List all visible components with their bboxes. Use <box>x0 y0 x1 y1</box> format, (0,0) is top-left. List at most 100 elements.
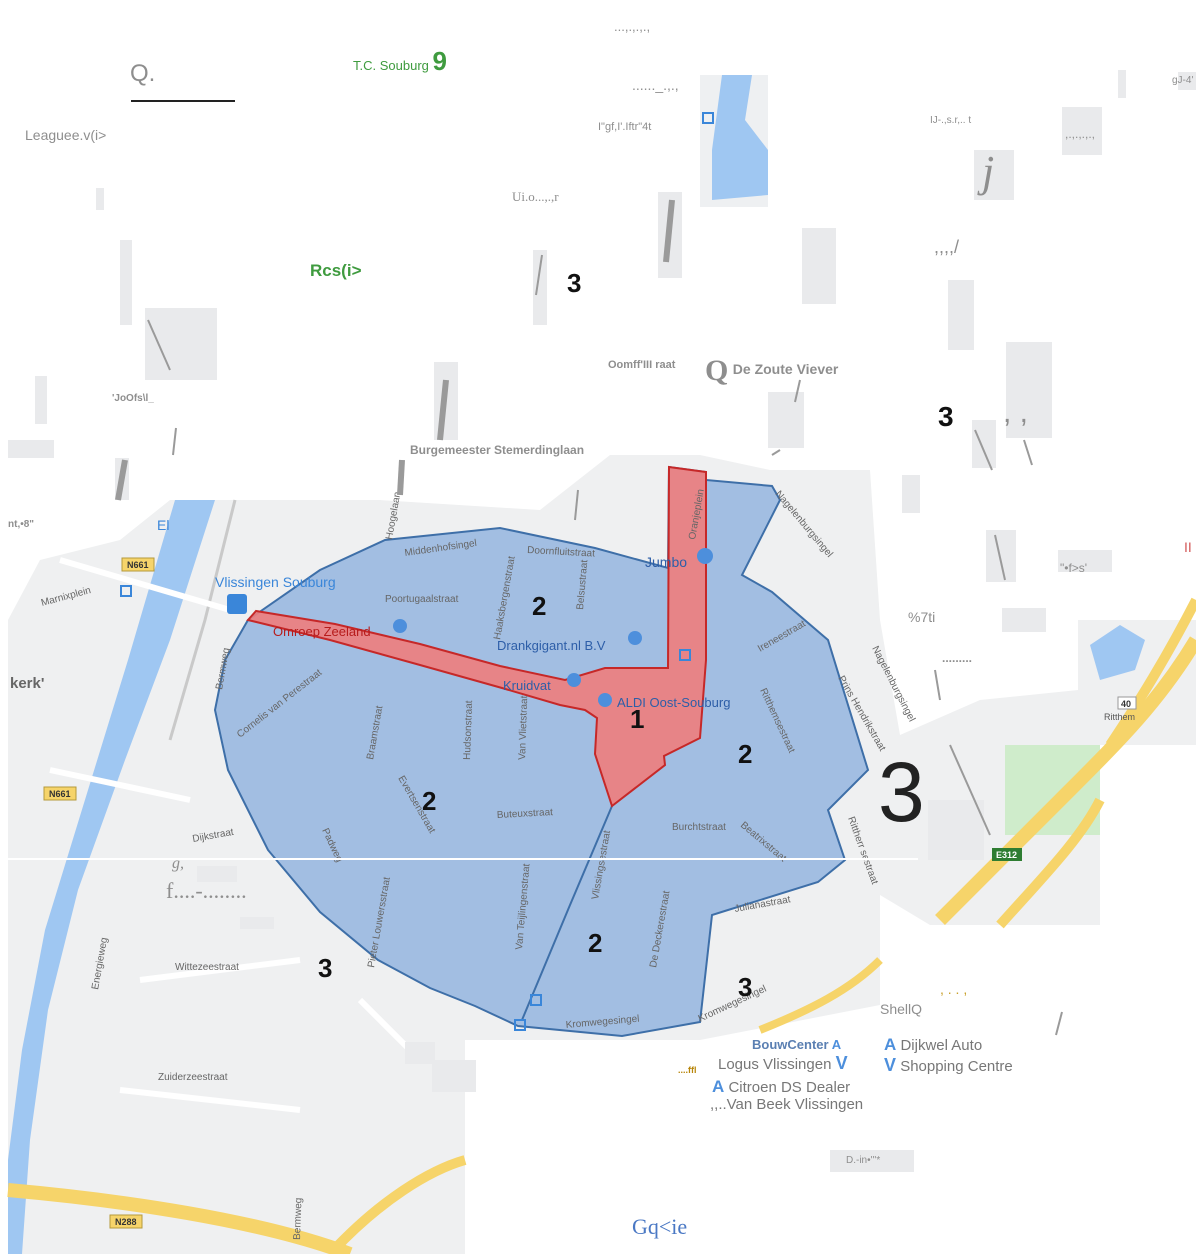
label-ui: Ui.o...,.,r <box>512 189 559 204</box>
poi-vlissingen-souburg: Vlissingen Souburg <box>215 574 336 590</box>
poi-citroen: A Citroen DS Dealer <box>712 1077 851 1096</box>
poi-van-beek: ,,..Van Beek Vlissingen <box>710 1096 864 1113</box>
highway-e312 <box>935 636 1196 925</box>
label-shellq: ShellQ <box>880 1001 923 1017</box>
fragment <box>1178 72 1196 90</box>
tc-souburg-number: 9 <box>432 46 447 76</box>
fragment <box>830 1150 914 1172</box>
fragment <box>1118 70 1126 98</box>
label-kerk: kerk' <box>10 675 45 692</box>
fragment <box>96 188 104 210</box>
district-3-southwest: 3 <box>318 953 332 983</box>
fragment <box>35 376 47 424</box>
fragment <box>768 392 804 448</box>
zone-1-area[interactable] <box>246 465 707 808</box>
map-seam <box>8 858 918 860</box>
label-tc-souburg: T.C. Souburg 9 <box>353 46 447 76</box>
label-el: El <box>157 517 170 533</box>
label-double-bar: II <box>1184 539 1192 555</box>
highway-e312-b <box>996 797 1105 929</box>
poi-aldi: ALDI Oost-Souburg <box>617 695 730 710</box>
fragment <box>802 228 836 304</box>
fragment <box>240 917 274 929</box>
fragment <box>986 530 1016 582</box>
shield-n288: N288 <box>115 1217 137 1227</box>
zoute-text: De Zoute Viever <box>732 361 839 377</box>
label-double-comma: , , <box>1003 396 1029 429</box>
label-lj: IJ-.,s.r,.. t <box>930 115 972 126</box>
jumbo-pin-icon <box>697 548 713 564</box>
label-leaguee: Leaguee.v(i> <box>25 127 107 143</box>
street-doornfluitstraat: Doornfluitstraat <box>527 545 596 560</box>
label-rcs: Rcs(i> <box>310 261 362 280</box>
label-burgemeester: Burgemeester Stemerdinglaan <box>410 443 585 457</box>
district-1: 1 <box>630 704 644 734</box>
underline-bar <box>131 100 235 102</box>
bus-stop-icon-3 <box>530 994 542 1006</box>
street-belsustraat: Belsustraat <box>575 559 590 610</box>
kruidvat-pin-icon <box>567 673 581 687</box>
street-buteuxstraat: Buteuxstraat <box>497 807 554 821</box>
label-jj: j <box>982 147 995 196</box>
label-three-right: 3 <box>938 401 954 432</box>
label-ffi: ....ffl <box>678 1065 697 1075</box>
fragment <box>974 150 1014 200</box>
shield-n661-top: N661 <box>127 560 149 570</box>
highway-ritthem <box>1105 597 1196 748</box>
ritthem-label: Ritthem <box>1104 712 1135 722</box>
pond-water-right <box>1090 625 1145 680</box>
bus-stop-icon-2 <box>120 585 132 597</box>
zoute-q-icon: Q <box>705 354 729 387</box>
drankgigant-pin-icon <box>628 631 642 645</box>
highway-n288 <box>7 1183 353 1254</box>
fragment <box>432 1060 476 1092</box>
label-slash-dash: ,,,,/ <box>934 237 960 257</box>
label-gqie: Gq<ie <box>632 1214 688 1239</box>
railway <box>168 499 237 741</box>
aldi-pin-icon <box>598 693 612 707</box>
map-pois: Vlissingen Souburg Omroep Zeeland Jumbo … <box>120 112 730 1031</box>
street-zuiderzeestraat: Zuiderzeestraat <box>158 1072 228 1083</box>
shield-n661-bottom: N661 <box>49 789 71 799</box>
poi-bouwcenter: BouwCenter A <box>752 1037 842 1052</box>
label-f-dots: f....-........ <box>166 878 247 903</box>
street-van-vlietstraat: Van Vlietstraat <box>517 695 530 760</box>
street-poortugaalstraat: Poortugaalstraat <box>385 594 459 605</box>
label-dots-top: ...,.,.,., <box>614 19 651 34</box>
shopping-v-icon: V <box>884 1055 897 1075</box>
shield-e312: E312 <box>996 850 1017 860</box>
fragment <box>1006 342 1052 438</box>
label-gf: I"gf,I'.Iftr"4t <box>598 121 652 133</box>
poi-drankgigant: Drankgigant.nl B.V <box>497 638 606 653</box>
fragment <box>1002 608 1046 632</box>
fragment <box>1062 107 1102 155</box>
fragment <box>972 420 996 468</box>
road-shields: N661 N661 N288 E312 40 Ritthem <box>43 557 1137 1229</box>
label-quote-s: "•f>s' <box>1060 561 1088 575</box>
fragment <box>948 280 974 350</box>
label-commas-low: , . . , <box>940 981 968 997</box>
label-dots-mid: ......... <box>942 651 973 665</box>
train-station-icon <box>227 594 247 614</box>
bus-stop-icon-4 <box>514 1019 526 1031</box>
fragment <box>658 192 682 278</box>
logus-v-icon: V <box>835 1053 848 1073</box>
citroen-a-icon: A <box>712 1077 725 1096</box>
fragment <box>434 362 458 440</box>
fragment <box>197 866 237 882</box>
highway-kromweg <box>758 957 883 1034</box>
zone-boundary-line <box>521 805 613 1021</box>
minor-road <box>49 557 423 1113</box>
fragment <box>145 308 217 380</box>
pond-water-top <box>712 75 768 200</box>
bouwcenter-a-icon: A <box>831 1037 842 1052</box>
dijkwel-a-icon: A <box>884 1035 897 1054</box>
label-dots-top2: ......_.,., <box>632 77 679 93</box>
label-far-right-top: gJ-4' <box>1172 75 1194 86</box>
district-2-west: 2 <box>422 786 436 816</box>
district-2-south: 2 <box>588 928 602 958</box>
poi-omroep-zeeland: Omroep Zeeland <box>273 624 371 639</box>
label-commas-right: ,.,.,.,., <box>1065 127 1096 141</box>
